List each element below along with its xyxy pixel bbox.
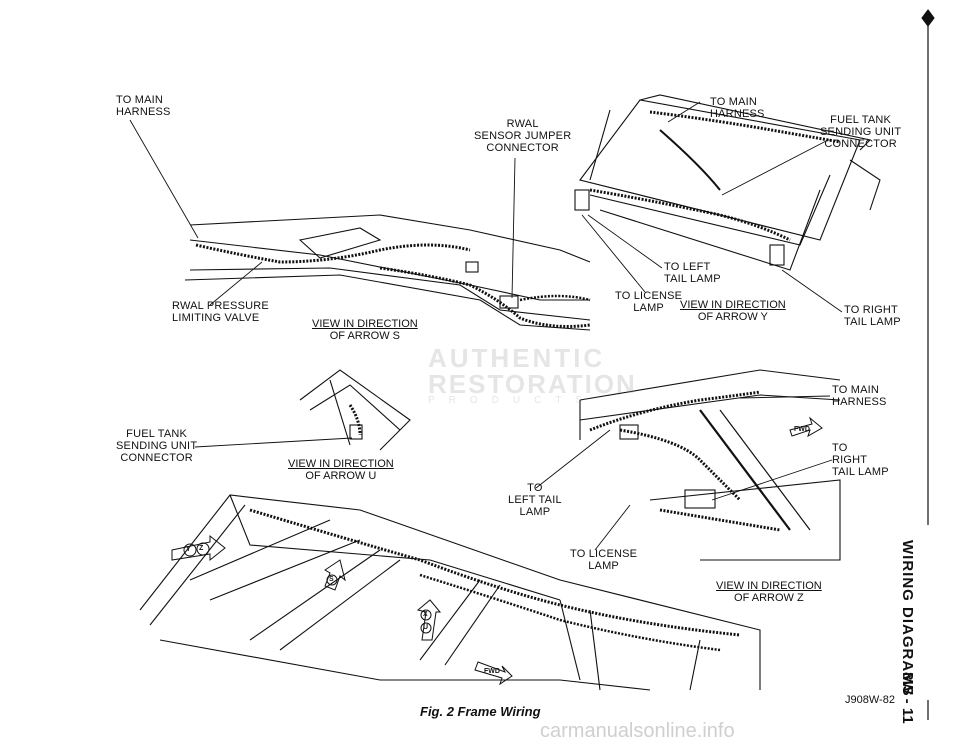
figure-caption: Fig. 2 Frame Wiring (420, 704, 541, 719)
arrow-x-letter: X (423, 611, 428, 618)
arrow-z-letter: Z (199, 545, 204, 552)
arrow-s-letter: S (329, 576, 334, 583)
section-tab-page: 8W - 11 (899, 672, 916, 724)
leader-lines (129, 101, 843, 551)
view-s-illustration (184, 214, 591, 331)
watermark-line3: PRODUCTS (428, 395, 597, 406)
watermark: AUTHENTIC RESTORATION PRODUCTS (340, 343, 635, 406)
view-u-illustration (299, 369, 411, 451)
arrow-u-letter: U (423, 624, 429, 631)
fwd-arrow-label-z: FWD (794, 426, 810, 433)
fwd-arrow-label-frame: FWD (484, 668, 500, 675)
footer-watermark: carmanualsonline.info (540, 720, 735, 742)
view-y-illustration (574, 94, 881, 271)
direction-arrows (171, 416, 823, 686)
arrow-y-letter: Y (186, 546, 191, 553)
watermark-line1: AUTHENTIC (428, 343, 606, 373)
view-z-illustration (579, 369, 841, 561)
frame-illustration (139, 494, 761, 691)
watermark-line2: RESTORATION (428, 369, 637, 399)
figure-code: J908W-82 (845, 694, 895, 706)
